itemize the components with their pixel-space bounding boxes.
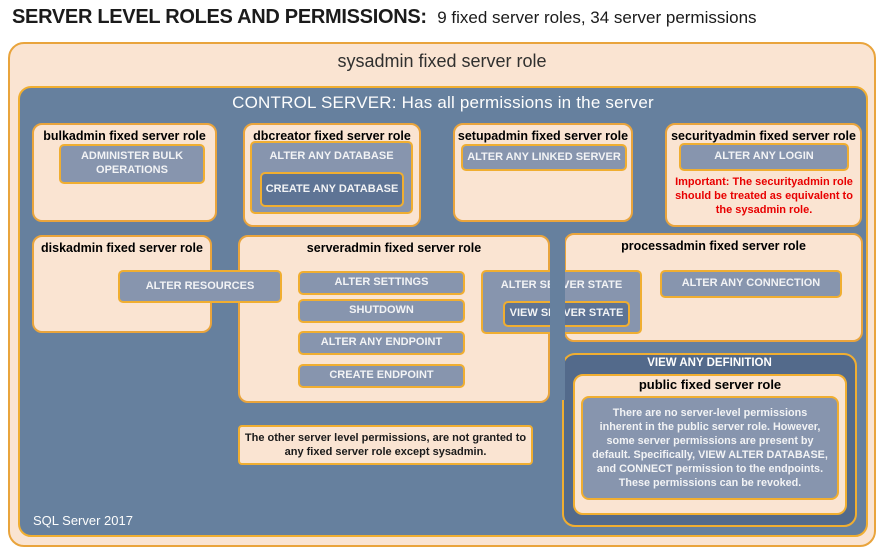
other-permissions-note: The other server level permissions, are … — [238, 425, 533, 465]
permission-shutdown: SHUTDOWN — [298, 299, 465, 323]
role-title-setupadmin: setupadmin fixed server role — [457, 129, 629, 143]
permission-alter-any-endpoint: ALTER ANY ENDPOINT — [298, 331, 465, 355]
permission-alter-any-database-label: ALTER ANY DATABASE — [269, 150, 394, 162]
permission-alter-resources: ALTER RESOURCES — [118, 270, 282, 303]
public-role-description: There are no server-level permissions in… — [581, 396, 839, 500]
permission-create-any-database: CREATE ANY DATABASE — [260, 172, 404, 207]
page-title: SERVER LEVEL ROLES AND PERMISSIONS: 9 fi… — [12, 6, 872, 29]
permission-administer-bulk-operations: ADMINISTER BULK OPERATIONS — [59, 144, 205, 184]
sysadmin-role-title: sysadmin fixed server role — [337, 51, 547, 71]
permission-alter-any-connection: ALTER ANY CONNECTION — [660, 270, 842, 298]
role-title-dbcreator: dbcreator fixed server role — [253, 129, 411, 143]
permission-alter-settings: ALTER SETTINGS — [298, 271, 465, 295]
permission-view-server-state: VIEW SERVER STATE — [503, 301, 630, 327]
permission-alter-any-linked-server: ALTER ANY LINKED SERVER — [461, 144, 627, 171]
control-server-title: CONTROL SERVER: Has all permissions in t… — [232, 93, 654, 112]
role-title-diskadmin: diskadmin fixed server role — [41, 241, 203, 255]
permission-alter-any-login: ALTER ANY LOGIN — [679, 143, 849, 171]
sql-server-version-label: SQL Server 2017 — [33, 513, 133, 528]
role-title-serveradmin: serveradmin fixed server role — [306, 241, 482, 255]
role-title-public: public fixed server role — [638, 377, 782, 392]
page-title-subtitle: 9 fixed server roles, 34 server permissi… — [437, 8, 757, 27]
role-box-securityadmin: securityadmin fixed server role — [665, 123, 862, 227]
role-title-processadmin: processadmin fixed server role — [621, 239, 806, 253]
view-any-definition-label: VIEW ANY DEFINITION — [647, 357, 772, 369]
permission-create-endpoint: CREATE ENDPOINT — [298, 364, 465, 388]
column-gap-strip — [550, 235, 565, 400]
role-title-bulkadmin: bulkadmin fixed server role — [43, 129, 206, 143]
page-title-main: SERVER LEVEL ROLES AND PERMISSIONS: — [12, 6, 427, 28]
role-title-securityadmin: securityadmin fixed server role — [671, 129, 856, 143]
role-box-setupadmin: setupadmin fixed server role — [453, 123, 633, 222]
securityadmin-warning-text: Important: The securityadmin role should… — [675, 176, 853, 216]
role-box-diskadmin: diskadmin fixed server role — [32, 235, 212, 333]
